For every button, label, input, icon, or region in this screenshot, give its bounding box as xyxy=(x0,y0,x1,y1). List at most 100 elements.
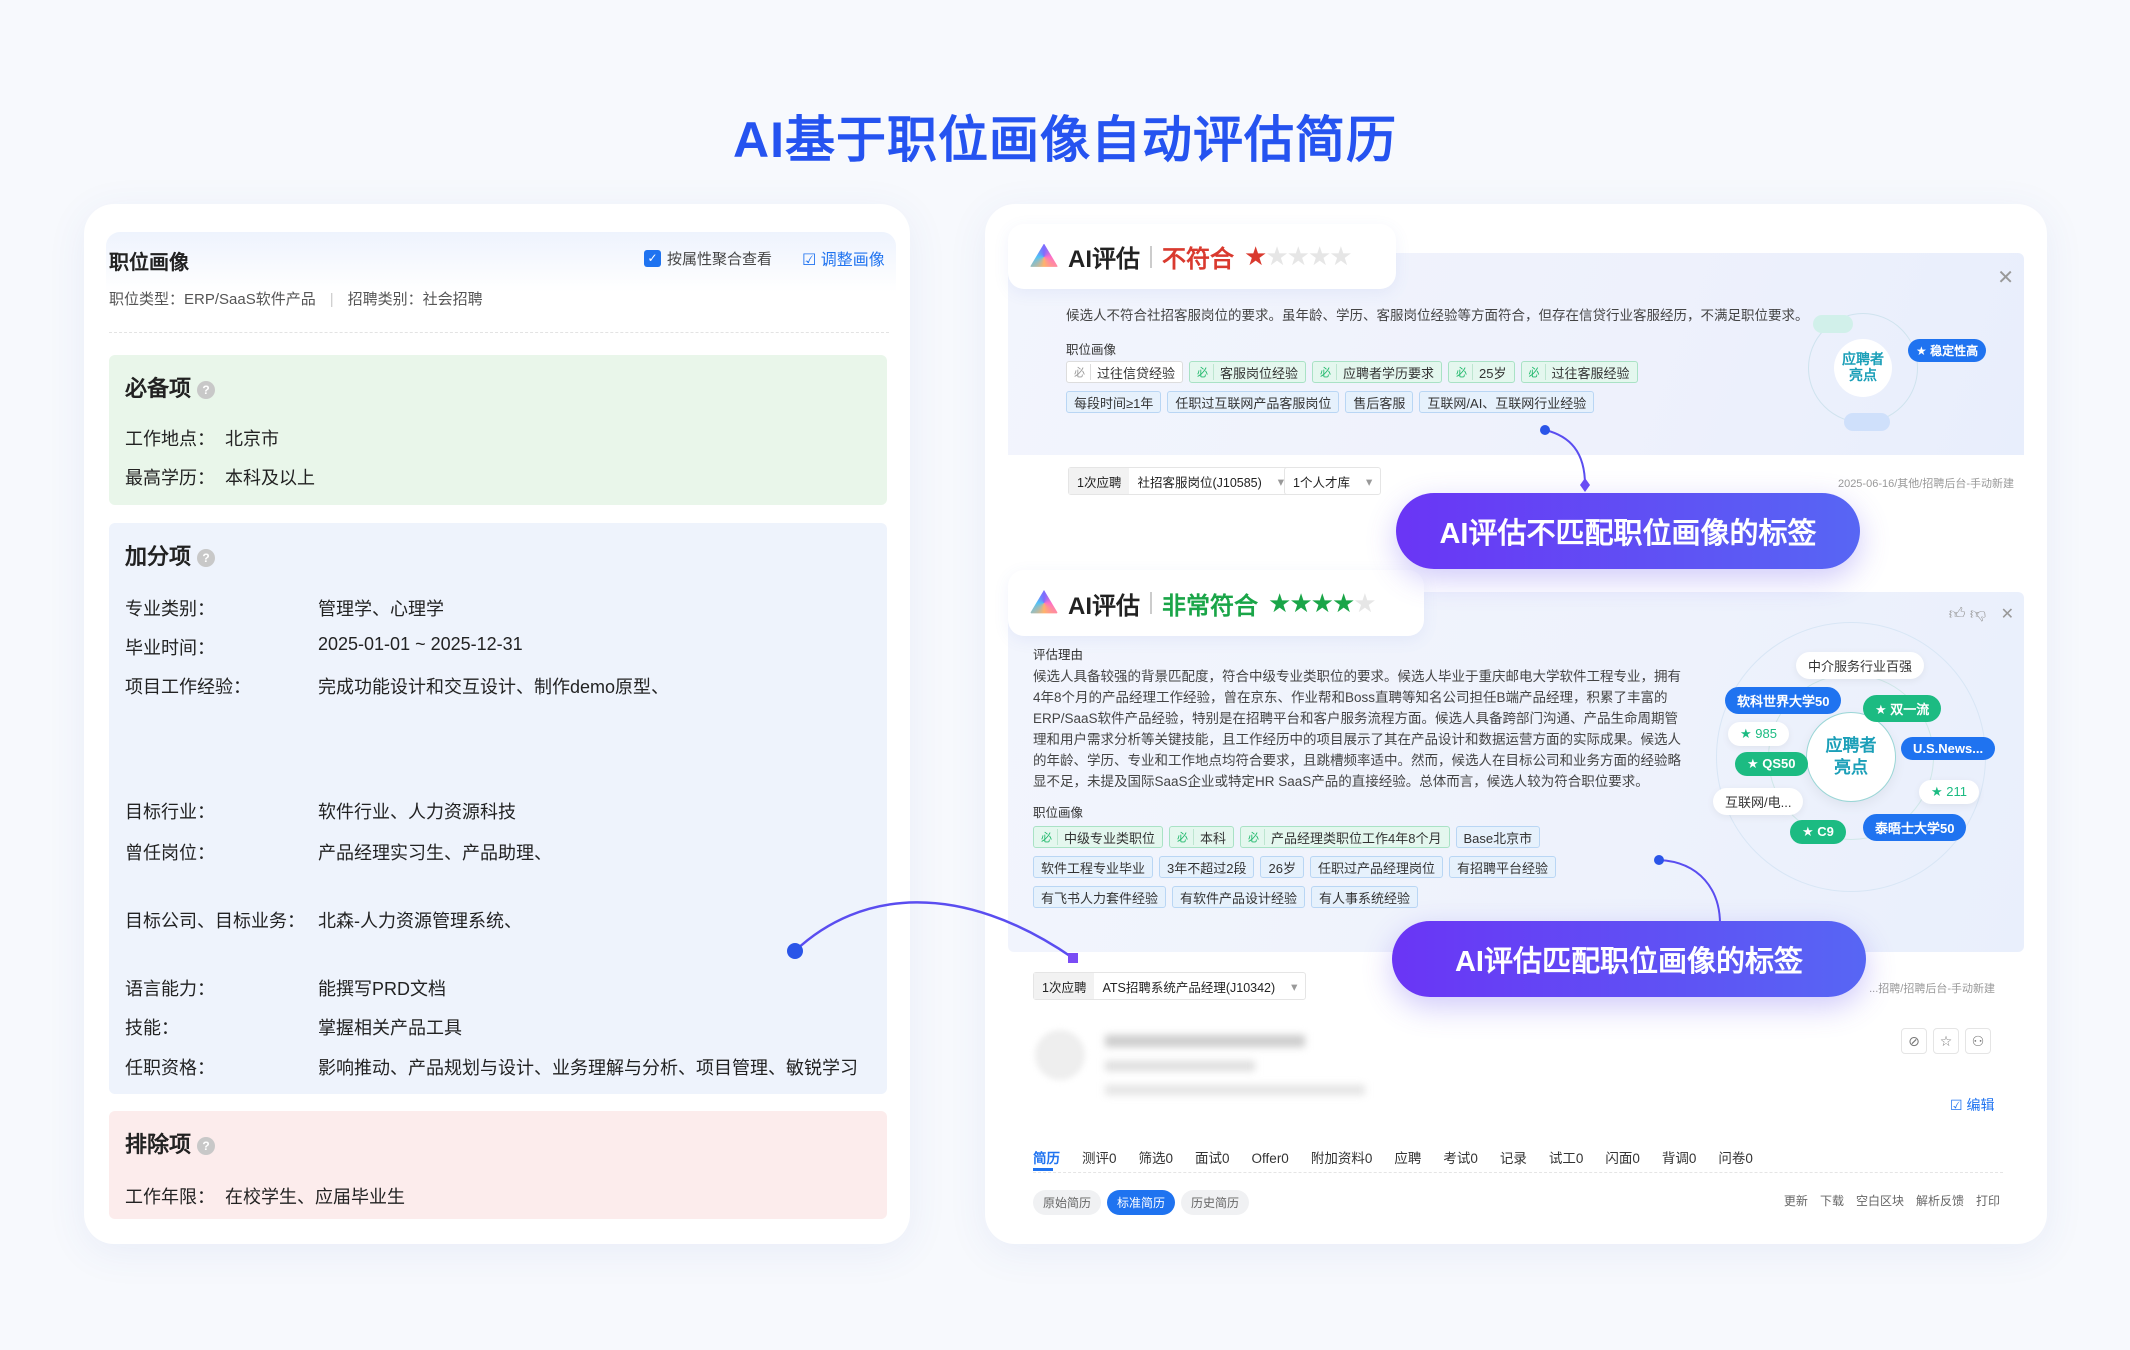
edit-icon: ☑ xyxy=(802,252,821,269)
profile-tag: 26岁 xyxy=(1260,856,1304,878)
required-title: 必备项? xyxy=(125,371,216,403)
row-value: 2025-01-01 ~ 2025-12-31 xyxy=(318,634,523,654)
edit-icon: ☑ xyxy=(1950,1097,1967,1113)
eval1-label: AI评估 不符合 ★★★★★ xyxy=(1008,224,1396,289)
row-label: 毕业时间： xyxy=(125,638,215,658)
connector-2 xyxy=(1658,859,1721,925)
profile-tag: 有招聘平台经验 xyxy=(1448,856,1556,878)
tab[interactable]: 闪面0 xyxy=(1605,1151,1640,1166)
highlight-tag: 互联网/电... xyxy=(1713,788,1804,815)
required-mark-icon: 必 xyxy=(1456,364,1474,380)
profile-meta: 职位类型：ERP/SaaS软件产品|招聘类别：社会招聘 xyxy=(109,291,483,308)
page-title: AI基于职位画像自动评估简历 xyxy=(733,112,1397,168)
row-label: 工作年限： xyxy=(125,1187,215,1207)
resume-tabs: 简历 测评0 筛选0 面试0 Offer0 附加资料0 应聘 考试0 记录 试工0 闪面0 背调0 问卷… xyxy=(1033,1147,1775,1168)
tab[interactable]: 记录 xyxy=(1499,1151,1527,1166)
tab[interactable]: 问卷0 xyxy=(1718,1151,1753,1166)
star-icon: ★ xyxy=(1331,587,1355,618)
connector-1-dot xyxy=(1540,425,1550,435)
eval2-profile-label: 职位画像 xyxy=(1033,806,1084,820)
highlight-tag: ★ QS50 xyxy=(1735,752,1808,776)
row-value: 影响推动、产品规划与设计、业务理解与分析、项目管理、敏锐学习 xyxy=(318,1058,858,1078)
tab[interactable]: 面试0 xyxy=(1195,1151,1230,1166)
close-icon[interactable]: ✕ xyxy=(1997,267,2014,289)
tab[interactable]: 考试0 xyxy=(1443,1151,1478,1166)
star-icon: ★ xyxy=(1286,241,1310,271)
resume-version-tab[interactable]: 历史简历 xyxy=(1181,1190,1250,1215)
callout-mismatch: AI评估不匹配职位画像的标签 xyxy=(1396,493,1860,569)
candidate-actions: ⊘☆⚇ xyxy=(1895,1028,1991,1054)
profile-tag: 必过往客服经验 xyxy=(1520,361,1638,383)
hide-icon[interactable]: ⊘ xyxy=(1901,1028,1927,1054)
job-select[interactable]: 1次应聘社招客服岗位(J10585)▾ xyxy=(1068,467,1294,495)
close-icon[interactable]: ✕ xyxy=(2000,606,2014,623)
resume-action[interactable]: 解析反馈 xyxy=(1915,1194,1964,1208)
user-icon[interactable]: ⚇ xyxy=(1965,1028,1991,1054)
profile-tag: 必应聘者学历要求 xyxy=(1312,361,1443,383)
eval1-source: 2025-06-16/其他/招聘后台-手动新建 xyxy=(1837,478,2014,490)
tab[interactable]: 附加资料0 xyxy=(1310,1151,1373,1166)
star-icon: ★ xyxy=(1244,241,1267,271)
profile-tag: 必本科 xyxy=(1169,826,1235,848)
highlight-tag: 中介服务行业百强 xyxy=(1796,652,1925,679)
required-mark-icon: 必 xyxy=(1177,829,1195,845)
tab[interactable]: 背调0 xyxy=(1661,1151,1697,1166)
eval1-verdict: 不符合 xyxy=(1162,246,1234,273)
resume-version-tab[interactable]: 标准简历 xyxy=(1107,1190,1176,1215)
eval2-reason: 候选人具备较强的背景匹配度，符合中级专业类职位的要求。候选人毕业于重庆邮电大学软… xyxy=(1033,669,1681,789)
row-label: 项目工作经验： xyxy=(125,677,251,697)
thumbs-down-icon[interactable]: 👎︎ xyxy=(1969,606,1987,623)
highlight-tag: U.S.News... xyxy=(1901,737,1996,760)
row-label: 工作地点： xyxy=(125,429,215,449)
ai-label: AI评估 xyxy=(1068,592,1140,620)
tab[interactable]: 应聘 xyxy=(1394,1151,1422,1166)
feedback-icons: 👍︎ 👎︎ ✕ xyxy=(1949,604,2014,624)
hire-category: 招聘类别：社会招聘 xyxy=(347,291,483,308)
star-icon: ★ xyxy=(1265,241,1288,271)
resume-version-tab[interactable]: 原始简历 xyxy=(1033,1190,1102,1215)
bonus-section: 加分项? 专业类别：管理学、心理学 毕业时间：2025-01-01 ~ 2025… xyxy=(109,523,887,1094)
eval1-reason: 候选人不符合社招客服岗位的要求。虽年龄、学历、客服岗位经验等方面符合，但存在信贷… xyxy=(1066,308,1809,323)
exclude-section: 排除项? 工作年限：在校学生、应届毕业生 xyxy=(109,1111,887,1219)
highlight-tag: ★ 985 xyxy=(1728,722,1789,746)
tab[interactable]: Offer0 xyxy=(1251,1151,1289,1166)
star-icon: ★ xyxy=(1307,241,1331,271)
row-value: 本科及以上 xyxy=(225,468,315,488)
star-rating: ★★★★★ xyxy=(1268,587,1377,619)
resume-action[interactable]: 打印 xyxy=(1975,1194,2000,1208)
eval2-label: AI评估 非常符合 ★★★★★ xyxy=(1008,570,1424,636)
ai-label: AI评估 xyxy=(1068,246,1140,273)
checkbox-label: 按属性聚合查看 xyxy=(667,251,773,268)
adjust-profile-link[interactable]: ☑ 调整画像 xyxy=(802,246,892,270)
required-mark-icon: 必 xyxy=(1197,364,1215,380)
connector-1 xyxy=(1544,429,1586,486)
checkbox-icon: ✓ xyxy=(644,250,661,267)
eval2-source: ...招聘/招聘后台-手动新建 xyxy=(1869,983,1995,995)
resume-action[interactable]: 下载 xyxy=(1819,1194,1844,1208)
tab[interactable]: 简历 xyxy=(1033,1151,1060,1166)
highlight-tag: ★ 稳定性高 xyxy=(1908,339,1987,362)
highlight-center: 应聘者 亮点 xyxy=(1834,339,1892,397)
resume-version-tabs: 原始简历标准简历历史简历 xyxy=(1033,1190,1255,1215)
highlight-tag: ★ 双一流 xyxy=(1863,695,1942,722)
row-value: 掌握相关产品工具 xyxy=(318,1018,462,1038)
callout-match: AI评估匹配职位画像的标签 xyxy=(1392,921,1866,997)
thumbs-up-icon[interactable]: 👍︎ xyxy=(1948,606,1966,623)
resume-action[interactable]: 空白区块 xyxy=(1855,1194,1904,1208)
tab[interactable]: 试工0 xyxy=(1548,1151,1584,1166)
bonus-title: 加分项? xyxy=(125,539,216,571)
pool-select[interactable]: 1个人才库▾ xyxy=(1284,467,1382,495)
connector-dot xyxy=(787,943,803,959)
edit-button[interactable]: ☑ 编辑 xyxy=(1950,1097,1995,1113)
tab[interactable]: 筛选0 xyxy=(1138,1151,1174,1166)
tab[interactable]: 测评0 xyxy=(1082,1151,1117,1166)
star-icon: ★ xyxy=(1268,587,1291,618)
star-icon[interactable]: ☆ xyxy=(1933,1028,1959,1054)
resume-action[interactable]: 更新 xyxy=(1783,1194,1808,1208)
group-checkbox[interactable]: ✓ 按属性聚合查看 xyxy=(644,248,772,269)
row-label: 语言能力： xyxy=(125,979,215,999)
